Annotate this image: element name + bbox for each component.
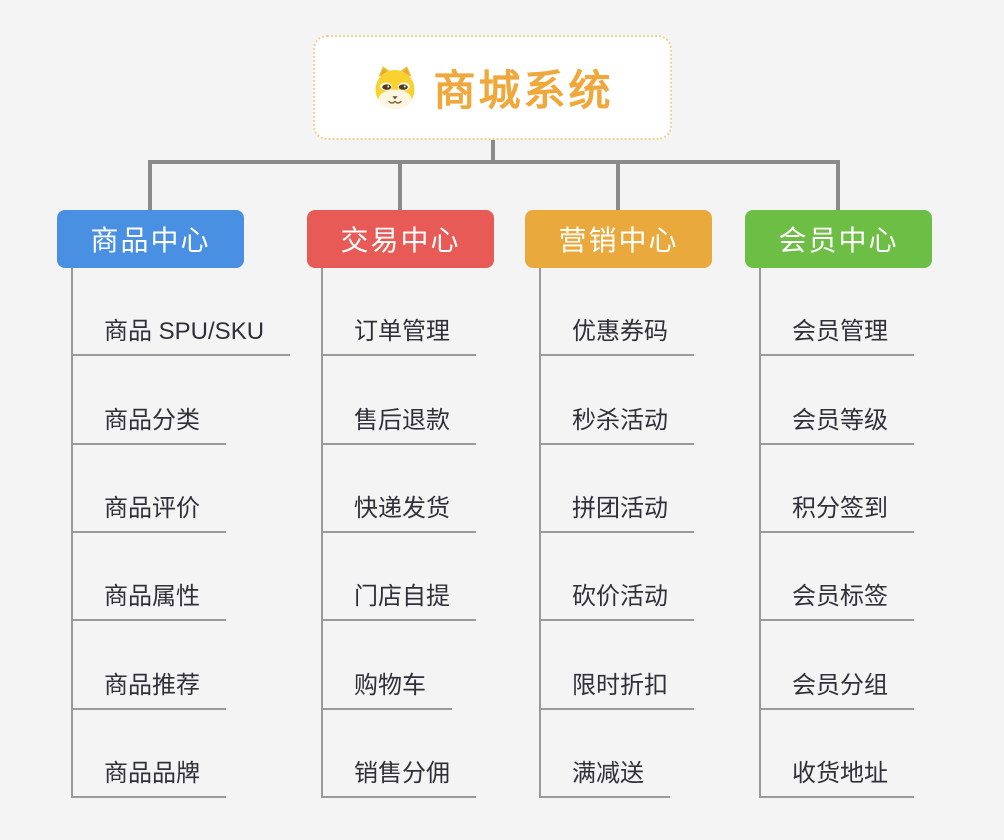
branch-node-member-center[interactable]: 会员中心 xyxy=(745,210,932,268)
leaf-node-label: 收货地址 xyxy=(759,753,914,798)
leaf-node-label: 售后退款 xyxy=(321,400,476,445)
leaf-node[interactable]: 砍价活动 xyxy=(539,533,694,622)
leaf-node-label: 限时折扣 xyxy=(539,665,694,710)
leaf-node[interactable]: 会员标签 xyxy=(759,533,914,622)
leaf-node-label: 积分签到 xyxy=(759,488,914,533)
connector-branch-line xyxy=(71,268,73,798)
connector-branch-line xyxy=(759,268,761,798)
leaf-node-label: 商品属性 xyxy=(71,576,226,622)
branch-marketing-center: 营销中心 优惠券码 秒杀活动 拼团活动 砍价活动 限时折扣 满减送 xyxy=(525,0,777,840)
leaf-node-label: 会员标签 xyxy=(759,576,914,622)
branch-node-trade-center[interactable]: 交易中心 xyxy=(307,210,494,268)
leaf-node[interactable]: 购物车 xyxy=(321,621,476,710)
leaf-node-label: 销售分佣 xyxy=(321,753,476,798)
connector-drop-line xyxy=(148,160,152,212)
connector-drop-line xyxy=(836,160,840,212)
branch-item-list: 会员管理 会员等级 积分签到 会员标签 会员分组 收货地址 xyxy=(759,268,914,798)
branch-node-label: 交易中心 xyxy=(340,225,461,256)
connector-drop-line xyxy=(616,160,620,212)
branch-item-list: 订单管理 售后退款 快递发货 门店自提 购物车 销售分佣 xyxy=(321,268,476,798)
connector-root-stem xyxy=(491,140,495,164)
leaf-node[interactable]: 门店自提 xyxy=(321,533,476,622)
leaf-node-label: 快递发货 xyxy=(321,488,476,533)
leaf-node[interactable]: 销售分佣 xyxy=(321,710,476,798)
leaf-node[interactable]: 快递发货 xyxy=(321,445,476,533)
leaf-node-label: 拼团活动 xyxy=(539,488,694,533)
leaf-node[interactable]: 售后退款 xyxy=(321,356,476,445)
leaf-node-label: 满减送 xyxy=(539,753,670,798)
leaf-node-label: 商品评价 xyxy=(71,488,226,533)
branch-product-center: 商品中心 商品 SPU/SKU 商品分类 商品评价 商品属性 商品推荐 商品品牌 xyxy=(57,0,309,840)
leaf-node-label: 砍价活动 xyxy=(539,576,694,622)
leaf-node-label: 优惠券码 xyxy=(539,311,694,357)
leaf-node-label: 商品分类 xyxy=(71,400,226,445)
root-node-label: 商城系统 xyxy=(433,67,614,114)
branch-node-label: 会员中心 xyxy=(778,225,899,256)
leaf-node-label: 门店自提 xyxy=(321,576,476,622)
root-node[interactable]: 商城系统 xyxy=(313,35,672,140)
leaf-node[interactable]: 秒杀活动 xyxy=(539,356,694,445)
leaf-node-label: 会员等级 xyxy=(759,400,914,445)
leaf-node-label: 商品品牌 xyxy=(71,753,226,798)
leaf-node[interactable]: 会员等级 xyxy=(759,356,914,445)
connector-branch-line xyxy=(321,268,323,798)
leaf-node-label: 购物车 xyxy=(321,665,452,710)
leaf-node-label: 订单管理 xyxy=(321,311,476,357)
branch-trade-center: 交易中心 订单管理 售后退款 快递发货 门店自提 购物车 销售分佣 xyxy=(307,0,559,840)
leaf-node[interactable]: 商品 SPU/SKU xyxy=(71,268,291,357)
leaf-node-label: 会员分组 xyxy=(759,665,914,710)
leaf-node-label: 会员管理 xyxy=(759,311,914,357)
leaf-node[interactable]: 商品评价 xyxy=(71,445,290,533)
branch-node-product-center[interactable]: 商品中心 xyxy=(57,210,244,268)
branch-node-marketing-center[interactable]: 营销中心 xyxy=(525,210,712,268)
connector-horizontal-bar xyxy=(148,160,840,164)
leaf-node-label: 商品 SPU/SKU xyxy=(71,311,291,357)
branch-item-list: 商品 SPU/SKU 商品分类 商品评价 商品属性 商品推荐 商品品牌 xyxy=(71,268,291,798)
connector-branch-line xyxy=(539,268,541,798)
leaf-node-label: 秒杀活动 xyxy=(539,400,694,445)
leaf-node[interactable]: 满减送 xyxy=(539,710,694,798)
leaf-node[interactable]: 商品分类 xyxy=(71,356,290,445)
leaf-node[interactable]: 商品品牌 xyxy=(71,710,290,798)
leaf-node[interactable]: 拼团活动 xyxy=(539,445,694,533)
leaf-node[interactable]: 积分签到 xyxy=(759,445,914,533)
leaf-node[interactable]: 会员分组 xyxy=(759,621,914,710)
leaf-node[interactable]: 收货地址 xyxy=(759,710,914,798)
leaf-node[interactable]: 优惠券码 xyxy=(539,268,694,357)
leaf-node[interactable]: 商品属性 xyxy=(71,533,290,622)
branch-node-label: 商品中心 xyxy=(90,225,211,256)
branch-member-center: 会员中心 会员管理 会员等级 积分签到 会员标签 会员分组 收货地址 xyxy=(745,0,997,840)
leaf-node[interactable]: 限时折扣 xyxy=(539,621,694,710)
shiba-dog-icon xyxy=(375,65,415,109)
leaf-node[interactable]: 会员管理 xyxy=(759,268,914,357)
connector-drop-line xyxy=(398,160,402,212)
leaf-node[interactable]: 订单管理 xyxy=(321,268,476,357)
branch-item-list: 优惠券码 秒杀活动 拼团活动 砍价活动 限时折扣 满减送 xyxy=(539,268,694,798)
leaf-node-label: 商品推荐 xyxy=(71,665,226,710)
leaf-node[interactable]: 商品推荐 xyxy=(71,621,290,710)
branch-node-label: 营销中心 xyxy=(558,225,679,256)
